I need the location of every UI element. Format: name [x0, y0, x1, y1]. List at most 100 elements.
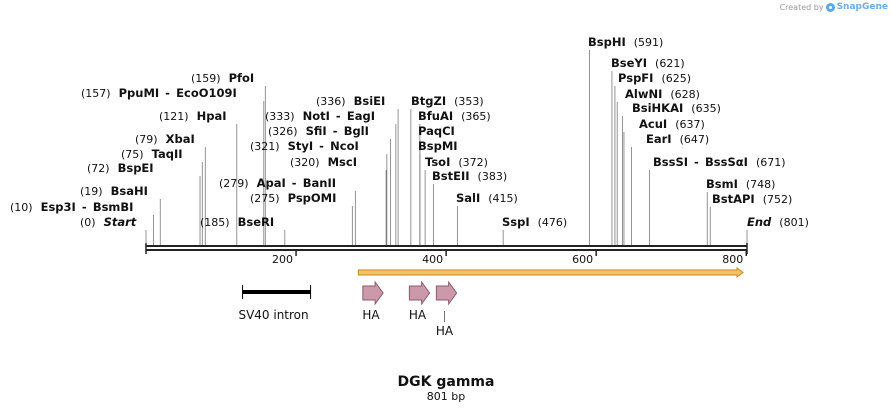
site-name: SfiI [306, 124, 327, 138]
site-styi: (321) StyI - NcoI [250, 139, 388, 246]
site-name: EarI [646, 132, 672, 146]
site-name: BspHI [588, 35, 626, 49]
site-noti: (333)NotI-EagI [265, 109, 397, 246]
site-esp3i: (10)Esp3I-BsmBI [10, 200, 154, 246]
site-separator: - [694, 155, 699, 169]
site-name: SalI [456, 191, 480, 205]
ha-tag-feature[interactable]: HA [362, 280, 384, 322]
site-ppumi: (157)PpuMI-EcoO109I [81, 86, 265, 246]
site-name: BtgZI [411, 94, 446, 108]
site-position: (353) [454, 95, 484, 108]
site-position: (383) [478, 170, 508, 183]
ha-tag-label: HA [362, 308, 380, 322]
site-taqii: (75) TaqII [121, 147, 203, 246]
site-name: NotI [303, 109, 330, 123]
site-name: BsmI [706, 177, 738, 191]
site-bsmi: BsmI(748) [706, 177, 775, 246]
site-name-2: BglI [344, 124, 369, 138]
site-position: (121) [159, 110, 189, 123]
credit-brand: SnapGene [836, 2, 888, 12]
site-name-2: BanII [303, 176, 336, 190]
site-name: StyI [288, 139, 314, 153]
site-name: TaqII [152, 147, 183, 161]
ha-tag-feature[interactable]: HA [435, 280, 458, 338]
site-pfoi: (159)PfoI [191, 71, 266, 246]
sv40-intron-label: SV40 intron [238, 308, 308, 322]
site-bsiei: (336)BsiEI [316, 94, 399, 246]
site-bspmi: BspMI [418, 139, 458, 246]
site-separator: - [292, 176, 297, 190]
ha-tag-feature[interactable]: HA [408, 280, 431, 322]
site-separator: - [165, 86, 170, 100]
site-position: (671) [756, 156, 786, 169]
site-position: (157) [81, 87, 111, 100]
site-position: (275) [250, 192, 280, 205]
credit-text: Created by [779, 2, 824, 12]
site-pspfi: PspFI(625) [614, 71, 691, 246]
site-name: AlwNI [625, 87, 662, 101]
ha-tag-arrow[interactable] [362, 280, 384, 306]
site-position: (476) [538, 216, 568, 229]
tick-label: 800 [722, 253, 743, 266]
site-name: SspI [502, 215, 530, 229]
tick-label: 200 [272, 253, 293, 266]
ha-tag-label: HA [436, 324, 454, 338]
site-position: (320) [290, 156, 320, 169]
site-name: BssSI [653, 155, 688, 169]
site-xbai: (79)XbaI [135, 132, 206, 246]
site-bsphi: BspHI(591) [588, 35, 663, 246]
site-name: PspOMI [288, 191, 337, 205]
orf-arrow[interactable] [357, 267, 744, 278]
site-position: (647) [680, 133, 710, 146]
site-name: AcuI [639, 117, 667, 131]
site-separator: - [333, 124, 338, 138]
site-position: (326) [268, 125, 298, 138]
site-name: ApaI [257, 176, 286, 190]
site-name: BspMI [418, 139, 458, 153]
site-name: TsoI [425, 155, 450, 169]
sites-layer: (0)Start(10)Esp3I-BsmBI(19)BsaHI(72)BspE… [10, 35, 809, 246]
sv40-intron-feature[interactable]: SV40 intron [238, 285, 312, 322]
site-position: (72) [87, 162, 110, 175]
snapgene-credit: Created by SnapGene [780, 2, 888, 12]
site-name: HpaI [197, 109, 227, 123]
site-bsahi: (19) BsaHI [80, 184, 161, 246]
site-end: End (801) [746, 215, 809, 246]
site-name-2: BssSαI [705, 155, 748, 169]
site-name: End [747, 215, 772, 229]
site-acui: AcuI (637) [623, 117, 705, 246]
ha-tag-arrow[interactable] [408, 280, 431, 306]
site-name-2: NcoI [330, 139, 359, 153]
site-bfuai: BfuAI(365) [418, 109, 491, 246]
site-position: (621) [655, 57, 685, 70]
site-position: (19) [80, 185, 103, 198]
site-position: (637) [675, 118, 705, 131]
site-msci: (320)MscI [290, 155, 387, 246]
site-alwni: AlwNI(628) [616, 87, 700, 246]
site-name: BseRI [238, 215, 275, 229]
site-pspomi: (275) PspOMI [250, 191, 353, 246]
ha-tag-arrow[interactable] [435, 280, 458, 306]
site-bsihkai: BsiHKAI (635) [622, 101, 721, 246]
site-position: (321) [250, 140, 280, 153]
site-position: (75) [121, 148, 144, 161]
site-name: BsaHI [111, 184, 148, 198]
site-position: (801) [779, 216, 809, 229]
site-bseri: (185)BseRI [200, 215, 286, 246]
site-sali: SalI(415) [456, 191, 518, 246]
site-name: BspEI [118, 161, 154, 175]
site-bseyi: BseYI (621) [611, 56, 685, 246]
site-separator: - [336, 109, 341, 123]
site-name: BseYI [611, 56, 647, 70]
site-position: (625) [661, 72, 691, 85]
site-bstapi: BstAPI(752) [709, 192, 792, 246]
site-name: PpuMI [119, 86, 160, 100]
site-name: BsiHKAI [632, 101, 683, 115]
sv40-intron-bar[interactable] [242, 290, 311, 294]
site-hpai: (121) HpaI [159, 109, 238, 246]
site-name: BsiEI [354, 94, 386, 108]
site-position: (635) [691, 102, 721, 115]
